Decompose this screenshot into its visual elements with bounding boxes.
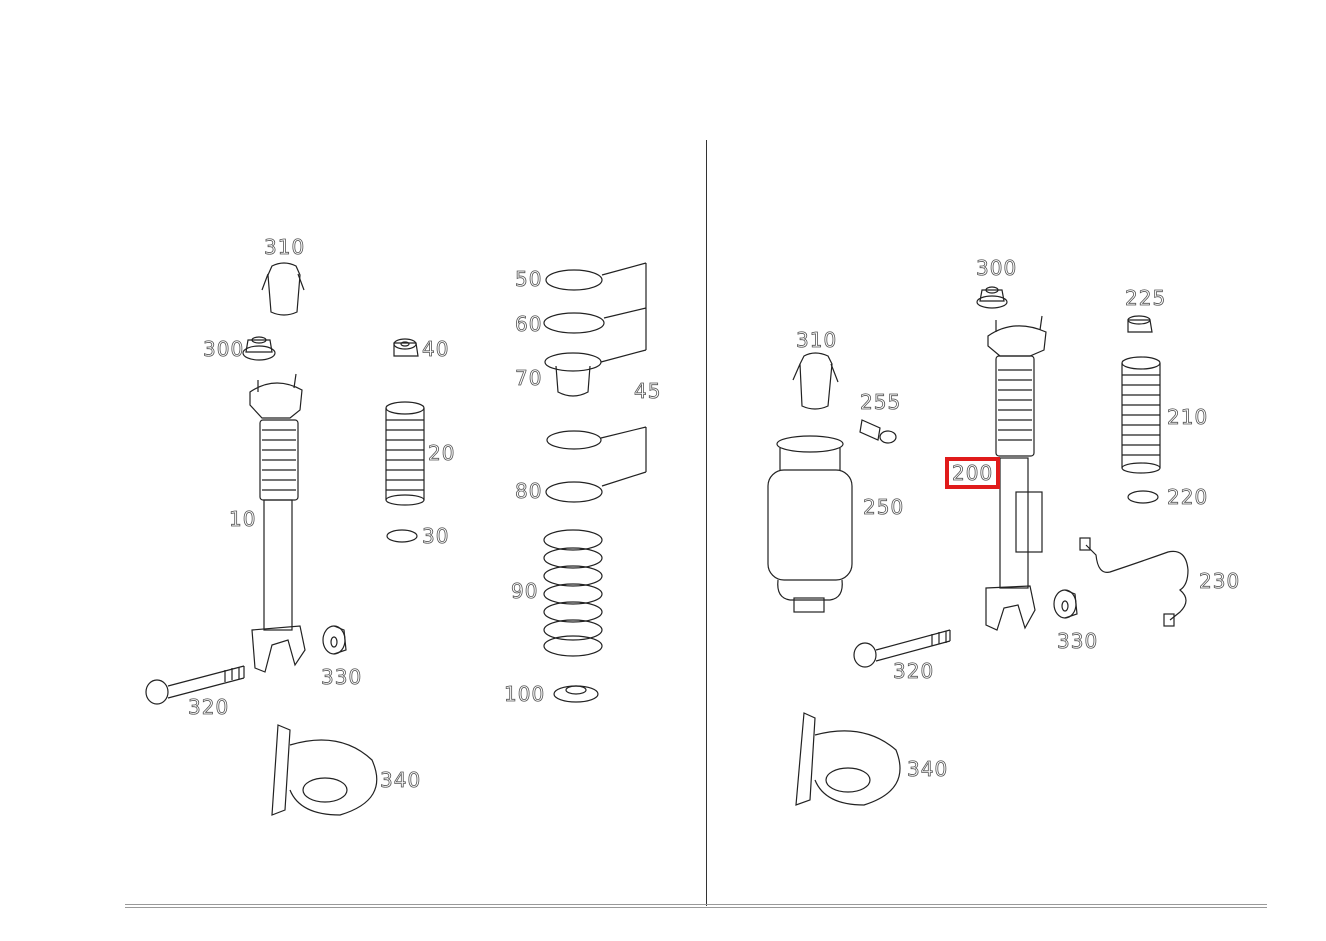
part-label-230[interactable]: 230 [1199,569,1241,593]
spring-seat-icon [553,685,599,703]
part-label-80[interactable]: 80 [515,479,543,503]
flange-nut-icon-left [242,336,276,361]
clip-icon-left [261,262,305,316]
part-label-200-highlighted[interactable]: 200 [944,457,1001,489]
panel-divider [706,140,707,906]
part-label-50[interactable]: 50 [515,267,543,291]
part-label-20[interactable]: 20 [428,441,456,465]
part-label-330-left[interactable]: 330 [321,665,363,689]
part-label-310-right[interactable]: 310 [796,328,838,352]
bottom-rule-2 [125,907,1267,908]
part-label-225[interactable]: 225 [1125,286,1167,310]
air-strut-icon [985,315,1047,631]
part-label-40[interactable]: 40 [422,337,450,361]
part-label-10[interactable]: 10 [229,507,257,531]
part-label-330-right[interactable]: 330 [1057,629,1099,653]
part-label-45[interactable]: 45 [634,379,662,403]
air-spring-icon [767,435,853,613]
clip-icon-right [792,352,839,410]
part-label-210[interactable]: 210 [1167,405,1209,429]
bushing-icon-right [1053,589,1078,619]
part-label-310-left[interactable]: 310 [264,235,306,259]
top-mount-group [543,262,647,503]
part-label-220[interactable]: 220 [1167,485,1209,509]
part-label-320-left[interactable]: 320 [188,695,230,719]
part-label-320-right[interactable]: 320 [893,659,935,683]
hex-nut-icon-right [1127,315,1153,333]
valve-fitting-icon [859,419,897,444]
o-ring-icon-right [1127,490,1159,504]
part-label-255[interactable]: 255 [860,390,902,414]
bottom-rule [125,904,1267,905]
strut-icon-left [249,373,306,673]
o-ring-icon-left [386,529,418,543]
part-label-100[interactable]: 100 [504,682,546,706]
coil-spring-icon [543,529,603,657]
part-label-300-right[interactable]: 300 [976,256,1018,280]
part-label-60[interactable]: 60 [515,312,543,336]
dust-boot-icon-right [1121,356,1161,474]
hex-nut-icon [393,338,419,357]
part-label-250[interactable]: 250 [863,495,905,519]
part-label-300-left[interactable]: 300 [203,337,245,361]
bolt-icon-right [853,629,951,668]
bolt-icon-left [145,665,245,705]
part-label-340-left[interactable]: 340 [380,768,422,792]
flange-nut-icon-right [976,286,1008,309]
sensor-cable-icon [1079,537,1189,627]
bushing-icon-left [322,625,347,655]
part-label-70[interactable]: 70 [515,366,543,390]
dust-boot-icon-left [385,401,425,506]
bracket-icon-right [795,712,901,806]
part-label-30[interactable]: 30 [422,524,450,548]
part-label-90[interactable]: 90 [511,579,539,603]
bracket-icon-left [271,724,378,816]
part-label-340-right[interactable]: 340 [907,757,949,781]
